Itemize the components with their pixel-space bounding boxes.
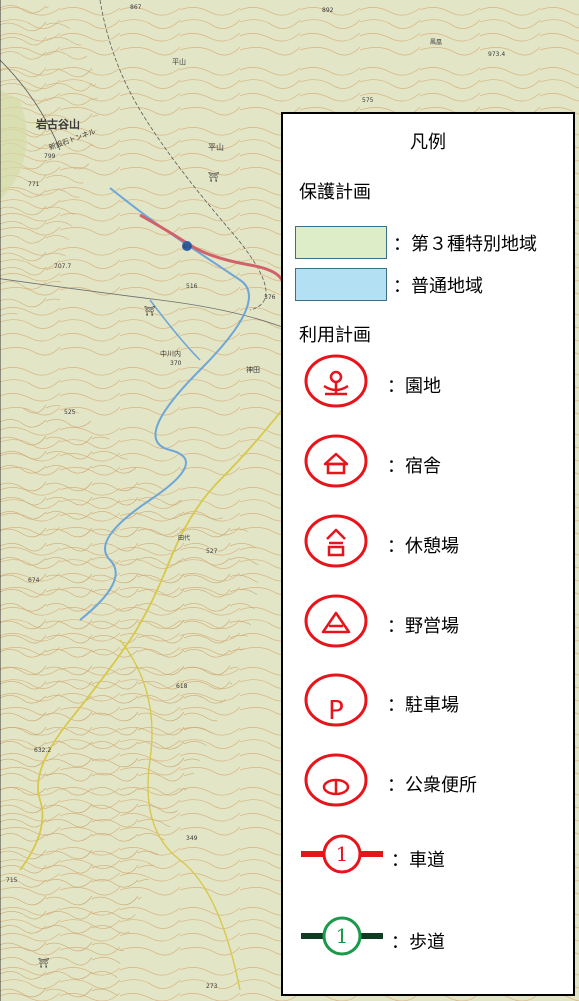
boundary-line: [0, 59, 61, 151]
park-label: ：園地: [387, 376, 441, 397]
elev-349: 349: [186, 835, 198, 842]
elev-771: 771: [28, 181, 40, 188]
route-shield-icon: [182, 241, 192, 251]
elev-575: 575: [362, 97, 374, 104]
ordinary-zone-label: ：普通地域: [393, 276, 483, 297]
roadway-number: 1: [336, 842, 349, 866]
elev-273: 273: [206, 983, 218, 990]
place-nakagawauchi: 中川内: [160, 349, 181, 358]
elev-618: 618: [176, 683, 188, 690]
contour-dense-area: [0, 404, 259, 1001]
footpath-label: ：歩道: [391, 932, 445, 953]
lodging-icon: [304, 434, 368, 488]
footpath-icon: 1: [301, 916, 383, 956]
elev-892: 892: [322, 7, 334, 14]
legend-title: 凡例: [410, 132, 446, 153]
rest-area-label: ：休憩場: [387, 536, 459, 557]
shrine-icon: ⛩: [38, 958, 49, 969]
forest-tint: [0, 90, 27, 200]
protection-plan-heading: 保護計画: [299, 182, 371, 203]
public-toilet-icon: [304, 753, 368, 807]
special-zone-3-swatch: [295, 226, 387, 259]
place-hirayama: 平山: [208, 142, 224, 152]
power-line: [0, 278, 291, 331]
shrine-icon: ⛩: [144, 306, 155, 317]
footpath-number: 1: [336, 924, 349, 948]
route-number: 473: [183, 244, 191, 249]
roadway-label: ：車道: [391, 850, 445, 871]
lodging-label: ：宿舎: [387, 456, 441, 477]
campground-icon: [304, 594, 368, 648]
elev-525: 525: [64, 409, 76, 416]
national-route: [139, 213, 285, 293]
shrine-icon: ⛩: [208, 172, 219, 183]
parking-label: ：駐車場: [387, 695, 459, 716]
place-north: 鳳凰: [430, 39, 442, 46]
parking-glyph: P: [328, 696, 344, 726]
stream: [149, 299, 201, 361]
ordinary-zone-swatch: [295, 268, 387, 301]
elev-674: 674: [28, 577, 40, 584]
peak-iwakoya: 岩古谷山: [35, 117, 80, 131]
elev-973: 973.4: [488, 51, 505, 58]
public-toilet-label: ：公衆便所: [387, 775, 477, 796]
special-zone-3-label: ：第３種特別地域: [393, 234, 537, 255]
prefectural-road: [19, 409, 283, 871]
campground-label: ：野営場: [387, 616, 459, 637]
roadway-icon: 1: [301, 834, 383, 874]
elev-715: 715: [6, 877, 18, 884]
elev-516: 516: [186, 283, 198, 290]
local-road: [119, 639, 241, 991]
elev-376: 376: [264, 294, 276, 301]
elev-799: 799: [44, 153, 56, 160]
elev-527: 527: [206, 548, 218, 555]
place-hirayama-upper: 平山: [172, 57, 186, 66]
legend-panel: 凡例 保護計画 ：第３種特別地域 ：普通地域 利用計画 ：園地 ：宿舎 ：休憩場…: [281, 112, 575, 996]
parking-icon: P: [304, 673, 368, 727]
rest-area-icon: [304, 514, 368, 568]
elev-632: 632.2: [34, 747, 51, 754]
place-taniai: 田代: [178, 534, 190, 542]
usage-plan-heading: 利用計画: [299, 325, 371, 346]
elev-370: 370: [170, 360, 182, 367]
place-kanda: 神田: [246, 365, 260, 374]
elev-867: 867: [130, 4, 142, 11]
contour-dense-area-north: [0, 0, 99, 320]
trail-line: [99, 0, 267, 311]
elev-707: 707.7: [54, 263, 71, 270]
park-icon: [304, 354, 368, 408]
